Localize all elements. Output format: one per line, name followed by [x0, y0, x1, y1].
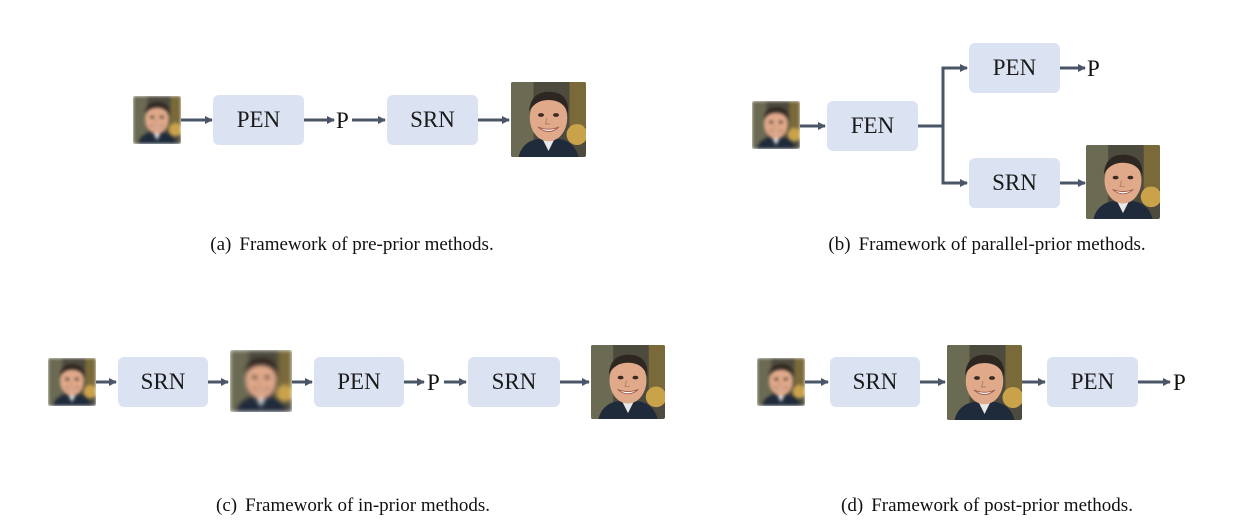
pen-node: PEN: [213, 95, 304, 145]
caption-tag: (a): [210, 234, 232, 255]
fen-node: FEN: [827, 101, 918, 151]
prior-label: P: [1087, 56, 1100, 81]
caption-text: Framework of post-prior methods.: [871, 495, 1133, 516]
lr-face-image: [752, 101, 800, 149]
arrow-b-down: [941, 126, 968, 187]
caption-b: (b) Framework of parallel-prior methods.: [828, 234, 1145, 256]
caption-a: (a) Framework of pre-prior methods.: [210, 234, 493, 256]
caption-d: (d) Framework of post-prior methods.: [841, 495, 1133, 517]
lr-face-image: [133, 96, 181, 144]
sr-face-image: [511, 82, 586, 157]
prior-label: P: [1173, 370, 1186, 395]
pen-node: PEN: [314, 357, 404, 407]
intermediate-face-image: [230, 350, 292, 412]
caption-text: Framework of in-prior methods.: [245, 495, 490, 516]
caption-c: (c) Framework of in-prior methods.: [216, 495, 490, 517]
caption-text: Framework of pre-prior methods.: [239, 234, 494, 255]
lr-face-image: [48, 358, 96, 406]
prior-label: P: [427, 370, 440, 395]
srn-node: SRN: [830, 357, 920, 407]
srn-node: SRN: [387, 95, 478, 145]
prior-label: P: [336, 108, 349, 133]
srn-node: SRN: [118, 357, 208, 407]
srn-node: SRN: [468, 357, 560, 407]
arrow-b-up: [941, 64, 968, 126]
sr-face-image: [1086, 145, 1160, 219]
sr-face-image: [947, 345, 1022, 420]
caption-tag: (b): [828, 234, 851, 255]
caption-tag: (c): [216, 495, 238, 516]
caption-text: Framework of parallel-prior methods.: [858, 234, 1146, 255]
caption-tag: (d): [841, 495, 864, 516]
sr-face-image: [591, 345, 665, 419]
lr-face-image: [757, 358, 805, 406]
srn-node: SRN: [969, 158, 1060, 208]
pen-node: PEN: [1047, 357, 1138, 407]
pen-node: PEN: [969, 43, 1060, 93]
